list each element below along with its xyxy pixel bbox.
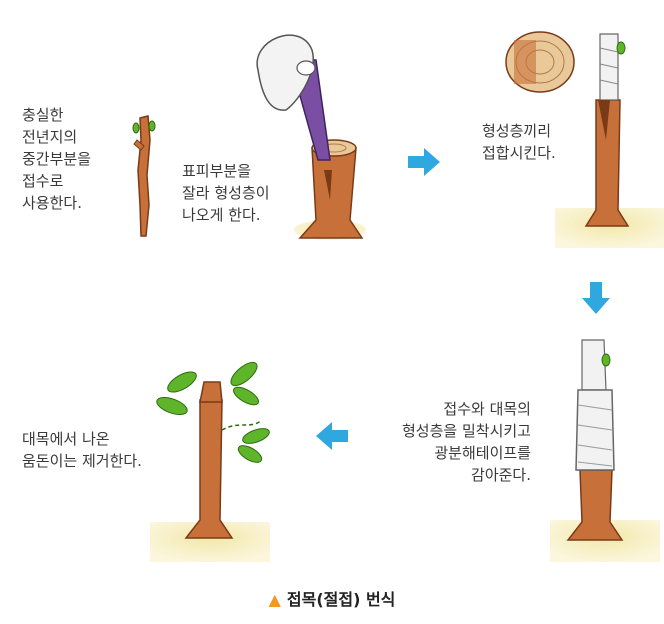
rootstock-cut [256,34,366,240]
wrapped-graft [550,339,660,562]
step4-line: 접수와 대목의 [443,400,531,418]
step5-line: 대목에서 나온 [22,430,110,448]
step1-line: 접수로 [22,172,64,190]
step1-line: 충실한 [22,106,64,124]
step1-line: 중간부분을 [22,150,92,168]
step4-line: 형성층을 밀착시키고 [402,422,531,440]
step3-line: 형성층끼리 [482,122,552,140]
step5-line: 움돈이는 제거한다. [22,452,142,470]
grafted-join [505,31,664,248]
step4-line: 광분해테이프를 [434,444,531,462]
scion-cutting [132,115,156,237]
step4-text: 접수와 대목의 형성층을 밀착시키고 광분해테이프를 감아준다. [402,398,531,486]
step2-line: 나오게 한다. [182,206,261,224]
step3-line: 접합시킨다. [482,144,556,162]
step2-line: 표피부분을 [182,162,252,180]
caption-marker: ▲ [268,590,281,609]
arrow-right-icon [408,148,440,176]
arrow-down-icon [582,282,610,314]
grown-graft [150,361,270,562]
step2-line: 잘라 형성층이 [182,184,270,202]
step4-line: 감아준다. [471,466,531,484]
step1-line: 사용한다. [22,194,82,212]
step1-line: 전년지의 [22,128,78,146]
arrow-left-icon [316,422,348,450]
figure-caption: ▲ 접목(절접) 번식 [0,586,664,610]
step3-text: 형성층끼리 접합시킨다. [482,120,556,164]
step1-text: 충실한 전년지의 중간부분을 접수로 사용한다. [22,104,91,214]
step5-text: 대목에서 나온 움돈이는 제거한다. [22,428,142,472]
step2-text: 표피부분을 잘라 형성층이 나오게 한다. [182,160,270,226]
caption-text: 접목(절접) 번식 [286,590,396,609]
